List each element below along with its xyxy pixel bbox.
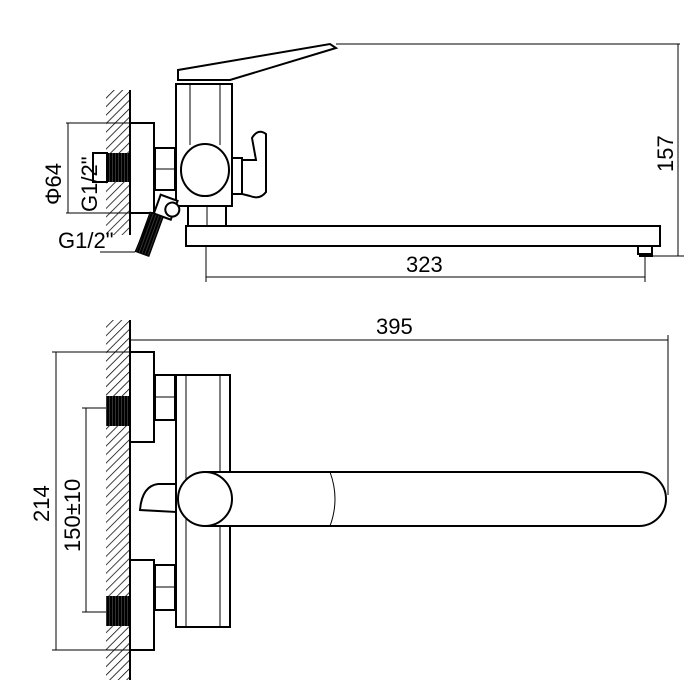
spout-length-label: 323	[406, 252, 443, 277]
diverter-knob	[138, 483, 177, 514]
spout	[185, 225, 661, 247]
outlet-thread-label: G1/2"	[58, 228, 114, 253]
flange	[129, 122, 155, 214]
inlet-thread	[107, 153, 130, 182]
lower-flange	[129, 559, 155, 651]
spout	[179, 471, 667, 527]
height-label-214: 214	[29, 485, 54, 522]
front-view: 395 214 150±10	[29, 314, 669, 680]
lever-handle	[177, 42, 339, 81]
diameter-label: Φ64	[41, 163, 66, 205]
center-distance-label: 150±10	[60, 479, 85, 552]
lower-thread	[106, 596, 130, 626]
shower-hose-connector	[135, 193, 181, 258]
height-label-157: 157	[653, 135, 678, 172]
total-length-label: 395	[376, 314, 413, 339]
aerator	[637, 245, 653, 255]
inlet-pipe	[92, 152, 108, 183]
cartridge-ball	[180, 143, 230, 197]
diverter-knob	[241, 130, 267, 199]
top-view: Φ64 G1/2" G1/2" 157 323	[41, 42, 684, 282]
upper-flange	[129, 351, 155, 443]
upper-thread	[106, 396, 130, 426]
inlet-thread-label: G1/2"	[77, 156, 102, 212]
